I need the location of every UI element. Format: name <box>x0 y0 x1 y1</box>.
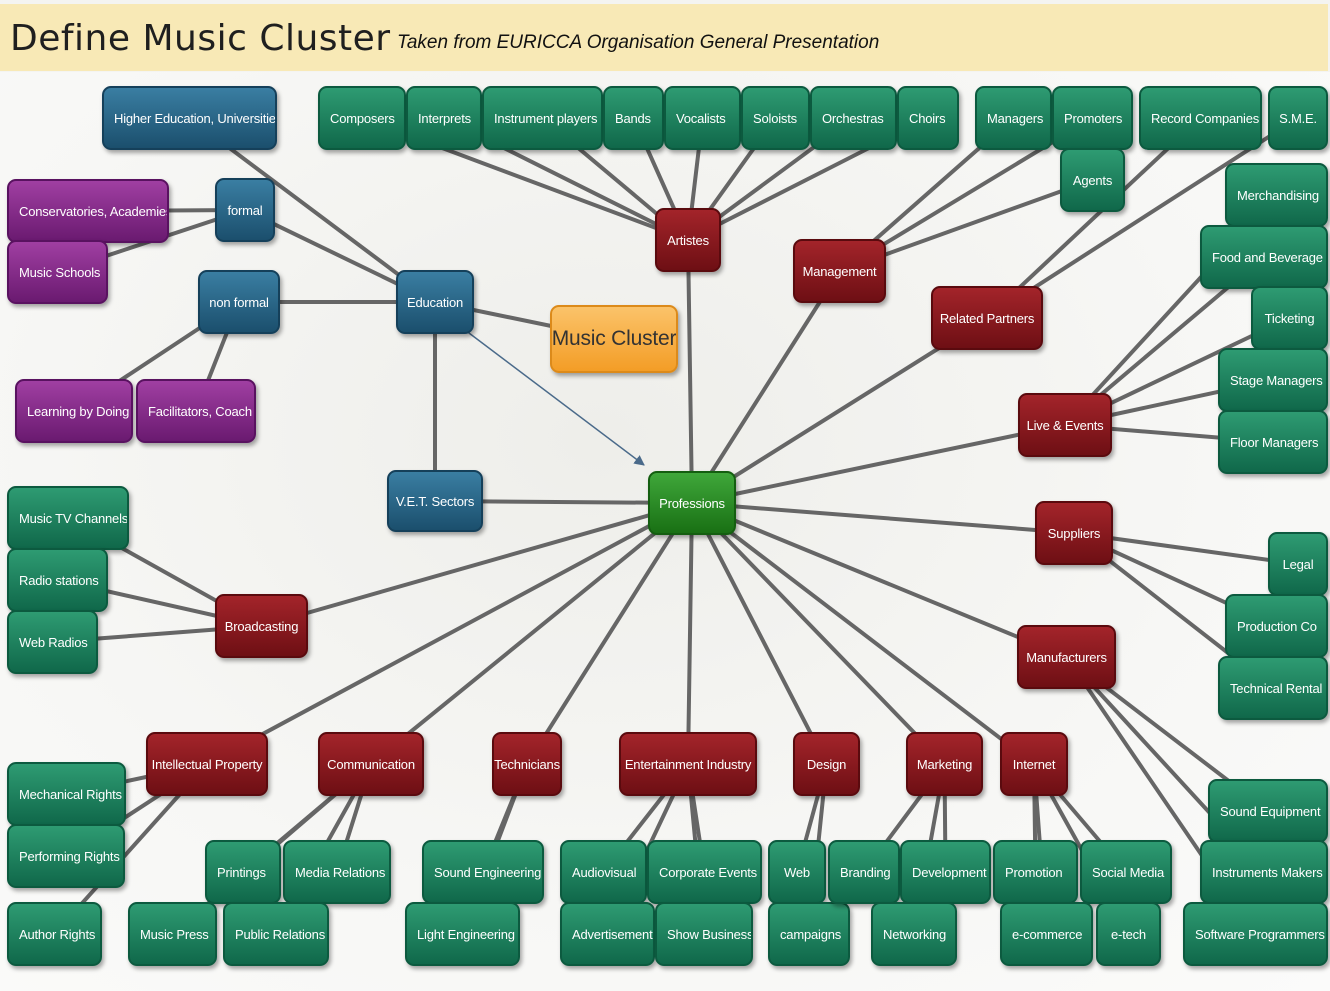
instruments-makers-node: Instruments Makers <box>1200 840 1328 904</box>
author-rights-node: Author Rights <box>7 902 102 966</box>
technicians-node: Technicians <box>492 732 562 796</box>
intellectual-property-node: Intellectual Property <box>146 732 268 796</box>
related-partners-node: Related Partners <box>931 286 1043 350</box>
sound-equipment-node: Sound Equipment <box>1208 779 1328 843</box>
connector-professions-marketing <box>690 501 947 766</box>
web-radios-node: Web Radios <box>7 610 98 674</box>
record-companies-node: Record Companies <box>1139 86 1262 150</box>
floor-managers-node: Floor Managers <box>1218 410 1328 474</box>
connector-related_partners-sme <box>985 116 1300 320</box>
food-beverage-node: Food and Beverage <box>1200 225 1328 289</box>
bands-node: Bands <box>603 86 664 150</box>
technical-rental-node: Technical Rental <box>1218 656 1328 720</box>
mechanical-rights-node: Mechanical Rights <box>7 762 126 826</box>
header-banner: Define Music Cluster Taken from EURICCA … <box>0 4 1328 71</box>
learning-by-doing-node: Learning by Doing <box>15 379 133 443</box>
managers-node: Managers <box>975 86 1052 150</box>
legal-node: Legal <box>1268 532 1328 596</box>
higher-education-node: Higher Education, Universities <box>102 86 277 150</box>
agents-node: Agents <box>1060 148 1125 212</box>
interprets-node: Interprets <box>406 86 482 150</box>
design-node: Design <box>793 732 860 796</box>
connector-professions-internet <box>690 501 1036 766</box>
choirs-node: Choirs <box>897 86 959 150</box>
conservatories-node: Conservatories, Academies <box>7 179 169 243</box>
connector-professions-management <box>690 269 842 505</box>
vocalists-node: Vocalists <box>664 86 741 150</box>
connector-professions-entertainment_industry <box>686 501 694 766</box>
music-press-node: Music Press <box>128 902 217 966</box>
performing-rights-node: Performing Rights <box>7 824 125 888</box>
light-engineering-node: Light Engineering <box>405 902 520 966</box>
branding-node: Branding <box>828 840 900 904</box>
page-title: Define Music Cluster <box>10 18 391 59</box>
development-node: Development <box>900 840 991 904</box>
audiovisual-node: Audiovisual <box>560 840 647 904</box>
web-node: Web <box>768 840 826 904</box>
campaigns-node: campaigns <box>768 902 850 966</box>
live-events-node: Live & Events <box>1018 393 1112 457</box>
connector-professions-manufacturers <box>690 501 1069 659</box>
production-co-node: Production Co <box>1225 594 1328 658</box>
connector-professions-suppliers <box>690 501 1076 535</box>
education-node: Education <box>396 270 474 334</box>
etech-node: e-tech <box>1096 902 1161 966</box>
orchestras-node: Orchestras <box>810 86 897 150</box>
music-tv-node: Music TV Channels <box>7 486 129 550</box>
communication-node: Communication <box>318 732 424 796</box>
music-schools-node: Music Schools <box>7 240 108 304</box>
artistes-node: Artistes <box>655 208 721 272</box>
social-media-node: Social Media <box>1080 840 1172 904</box>
merchandising-node: Merchandising <box>1225 163 1328 227</box>
connector-professions-design <box>690 501 829 766</box>
management-node: Management <box>793 239 886 303</box>
music-cluster-node: Music Cluster <box>550 305 678 373</box>
public-relations-node: Public Relations <box>223 902 329 966</box>
vet-sectors-node: V.E.T. Sectors <box>387 470 483 532</box>
manufacturers-node: Manufacturers <box>1017 625 1116 689</box>
promoters-node: Promoters <box>1052 86 1133 150</box>
media-relations-node: Media Relations <box>283 840 391 904</box>
printings-node: Printings <box>205 840 281 904</box>
composers-node: Composers <box>318 86 406 150</box>
radio-stations-node: Radio stations <box>7 548 108 612</box>
show-business-node: Show Business <box>655 902 753 966</box>
marketing-node: Marketing <box>906 732 983 796</box>
formal-node: formal <box>215 178 275 242</box>
ecommerce-node: e-commerce <box>1000 902 1093 966</box>
connector-professions-broadcasting <box>259 501 694 628</box>
non-formal-node: non formal <box>198 270 280 334</box>
diagram-canvas: Music Cluster Professions Education V.E.… <box>0 72 1330 991</box>
professions-node: Professions <box>648 471 736 535</box>
advertisement-node: Advertisement <box>560 902 655 966</box>
sound-engineering-node: Sound Engineering <box>422 840 544 904</box>
promotion-node: Promotion <box>993 840 1078 904</box>
page-subtitle: Taken from EURICCA Organisation General … <box>397 32 880 53</box>
connector-professions-intellectual_property <box>205 501 694 766</box>
software-programmers-node: Software Programmers <box>1183 902 1328 966</box>
internet-node: Internet <box>1000 732 1068 796</box>
corporate-events-node: Corporate Events <box>647 840 762 904</box>
instrument-players-node: Instrument players <box>482 86 603 150</box>
connector-professions-communication <box>369 501 694 766</box>
sme-node: S.M.E. <box>1268 86 1328 150</box>
stage-managers-node: Stage Managers <box>1218 348 1328 412</box>
facilitators-node: Facilitators, Coach <box>136 379 256 443</box>
soloists-node: Soloists <box>741 86 810 150</box>
broadcasting-node: Broadcasting <box>215 594 308 658</box>
ticketing-node: Ticketing <box>1251 286 1328 350</box>
connector-professions-technicians <box>525 501 694 766</box>
connector-related_partners-record_companies <box>985 116 1203 320</box>
networking-node: Networking <box>871 902 957 966</box>
connector-professions-live_events <box>690 423 1067 505</box>
connector-professions-artistes <box>686 238 694 505</box>
entertainment-industry-node: Entertainment Industry <box>619 732 757 796</box>
education-to-professions-arrow <box>464 329 645 466</box>
suppliers-node: Suppliers <box>1035 501 1113 565</box>
